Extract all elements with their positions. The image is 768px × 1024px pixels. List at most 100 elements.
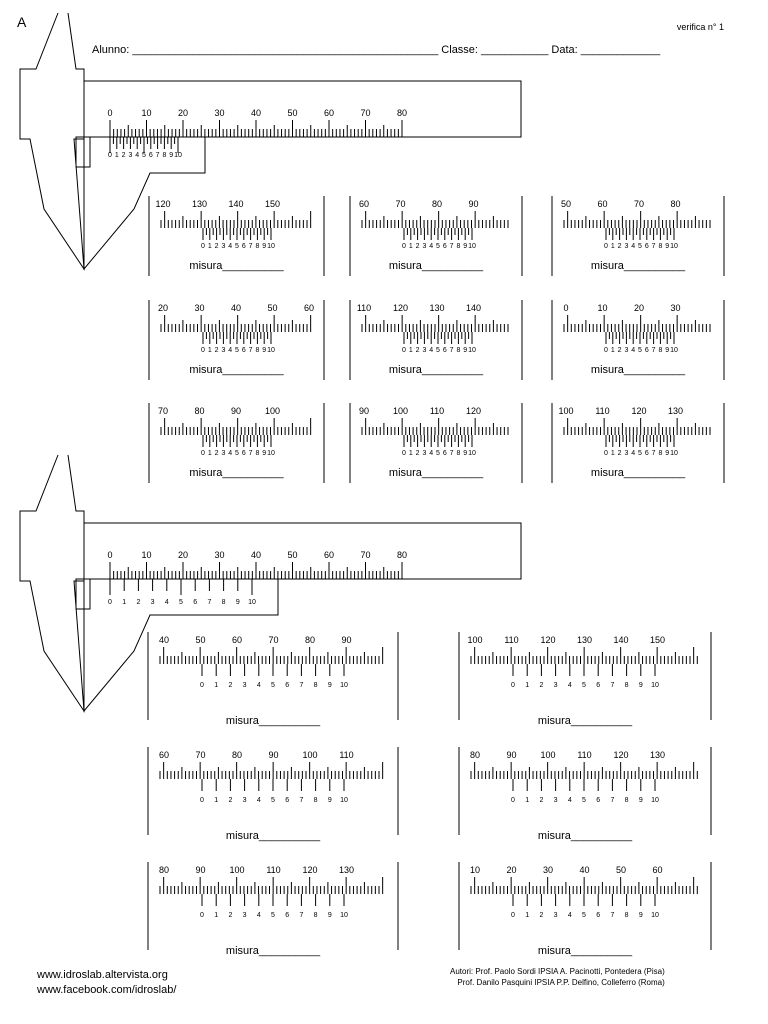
main-scale-label: 90 bbox=[231, 406, 241, 416]
vernier-label: 4 bbox=[165, 599, 169, 606]
vernier-label: 1 bbox=[122, 599, 126, 606]
vernier-label: 2 bbox=[228, 912, 232, 919]
vernier-label: 1 bbox=[409, 450, 413, 457]
main-scale-label: 120 bbox=[155, 199, 170, 209]
fixed-jaw bbox=[19, 12, 85, 271]
main-scale-label: 100 bbox=[540, 750, 555, 760]
main-scale-label: 120 bbox=[540, 635, 555, 645]
vernier-label: 3 bbox=[243, 797, 247, 804]
vernier-label: 3 bbox=[422, 243, 426, 250]
vernier-label: 0 bbox=[511, 797, 515, 804]
measure-answer-line: misura__________ bbox=[226, 715, 321, 727]
vernier-label: 6 bbox=[645, 450, 649, 457]
vernier-label: 2 bbox=[136, 599, 140, 606]
vernier-label: 2 bbox=[539, 912, 543, 919]
main-scale-label: 60 bbox=[597, 199, 607, 209]
main-scale-label: 90 bbox=[468, 199, 478, 209]
sliding-jaw bbox=[83, 579, 279, 713]
vernier-label: 7 bbox=[299, 682, 303, 689]
main-scale-label: 90 bbox=[359, 406, 369, 416]
main-scale-label: 100 bbox=[302, 750, 317, 760]
main-scale-label: 120 bbox=[466, 406, 481, 416]
author-line: Prof. Danilo Pasquini IPSIA P.P. Delfino… bbox=[457, 978, 665, 987]
main-scale-label: 20 bbox=[178, 550, 188, 560]
vernier-label: 9 bbox=[262, 450, 266, 457]
main-scale-label: 130 bbox=[192, 199, 207, 209]
vernier-label: 2 bbox=[618, 243, 622, 250]
vernier-label: 6 bbox=[285, 797, 289, 804]
vernier-label: 1 bbox=[115, 152, 119, 159]
main-scale-label: 60 bbox=[652, 865, 662, 875]
vernier-label: 0 bbox=[201, 450, 205, 457]
vernier-label: 6 bbox=[596, 912, 600, 919]
main-scale-label: 70 bbox=[158, 406, 168, 416]
main-scale-label: 150 bbox=[650, 635, 665, 645]
vernier-label: 2 bbox=[618, 450, 622, 457]
measure-answer-line: misura__________ bbox=[226, 945, 321, 957]
vernier-label: 7 bbox=[610, 797, 614, 804]
vernier-label: 3 bbox=[554, 912, 558, 919]
main-scale-label: 70 bbox=[360, 550, 370, 560]
vernier-label: 10 bbox=[651, 797, 659, 804]
vernier-label: 5 bbox=[235, 243, 239, 250]
vernier-label: 0 bbox=[402, 450, 406, 457]
vernier-label: 7 bbox=[450, 243, 454, 250]
main-scale-label: 90 bbox=[506, 750, 516, 760]
main-scale-label: 20 bbox=[178, 108, 188, 118]
measure-answer-line: misura__________ bbox=[189, 260, 284, 272]
vernier-label: 2 bbox=[122, 152, 126, 159]
vernier-label: 6 bbox=[285, 682, 289, 689]
main-scale-label: 120 bbox=[613, 750, 628, 760]
version-letter: A bbox=[17, 14, 27, 30]
vernier-label: 4 bbox=[228, 450, 232, 457]
main-scale-label: 40 bbox=[251, 550, 261, 560]
vernier-label: 5 bbox=[436, 347, 440, 354]
measure-answer-line: misura__________ bbox=[538, 945, 633, 957]
measure-answer-line: misura__________ bbox=[389, 467, 484, 479]
sheet-label: verifica n° 1 bbox=[676, 22, 724, 32]
vernier-label: 5 bbox=[179, 599, 183, 606]
footer-links: www.idroslab.altervista.org www.facebook… bbox=[37, 968, 176, 998]
main-scale-label: 20 bbox=[506, 865, 516, 875]
vernier-label: 9 bbox=[463, 243, 467, 250]
vernier-label: 5 bbox=[235, 347, 239, 354]
vernier-label: 7 bbox=[299, 797, 303, 804]
vernier-label: 8 bbox=[658, 450, 662, 457]
main-scale-label: 90 bbox=[268, 750, 278, 760]
caliper-beam bbox=[83, 522, 522, 580]
main-scale-label: 30 bbox=[214, 108, 224, 118]
vernier-label: 7 bbox=[652, 243, 656, 250]
vernier-label: 10 bbox=[670, 243, 678, 250]
author-line: Autori: Prof. Paolo Sordi IPSIA A. Pacin… bbox=[450, 967, 665, 976]
vernier-label: 10 bbox=[468, 243, 476, 250]
vernier-label: 9 bbox=[639, 682, 643, 689]
measure-answer-line: misura__________ bbox=[591, 364, 686, 376]
main-scale-label: 40 bbox=[251, 108, 261, 118]
vernier-label: 9 bbox=[463, 450, 467, 457]
footer-link[interactable]: www.facebook.com/idroslab/ bbox=[37, 984, 177, 996]
vernier-label: 0 bbox=[108, 599, 112, 606]
vernier-label: 2 bbox=[228, 682, 232, 689]
vernier-label: 6 bbox=[596, 797, 600, 804]
vernier-label: 10 bbox=[670, 347, 678, 354]
vernier-label: 7 bbox=[450, 347, 454, 354]
vernier-label: 5 bbox=[582, 797, 586, 804]
vernier-label: 9 bbox=[328, 912, 332, 919]
main-scale-label: 70 bbox=[395, 199, 405, 209]
vernier-label: 7 bbox=[249, 450, 253, 457]
vernier-label: 6 bbox=[242, 243, 246, 250]
vernier-label: 10 bbox=[267, 243, 275, 250]
vernier-label: 2 bbox=[539, 682, 543, 689]
footer-link[interactable]: www.idroslab.altervista.org bbox=[37, 969, 168, 981]
vernier-label: 0 bbox=[201, 243, 205, 250]
main-scale-label: 30 bbox=[194, 303, 204, 313]
main-scale-label: 80 bbox=[432, 199, 442, 209]
vernier-label: 5 bbox=[638, 347, 642, 354]
vernier-label: 4 bbox=[631, 450, 635, 457]
measure-answer-line: misura__________ bbox=[538, 830, 633, 842]
